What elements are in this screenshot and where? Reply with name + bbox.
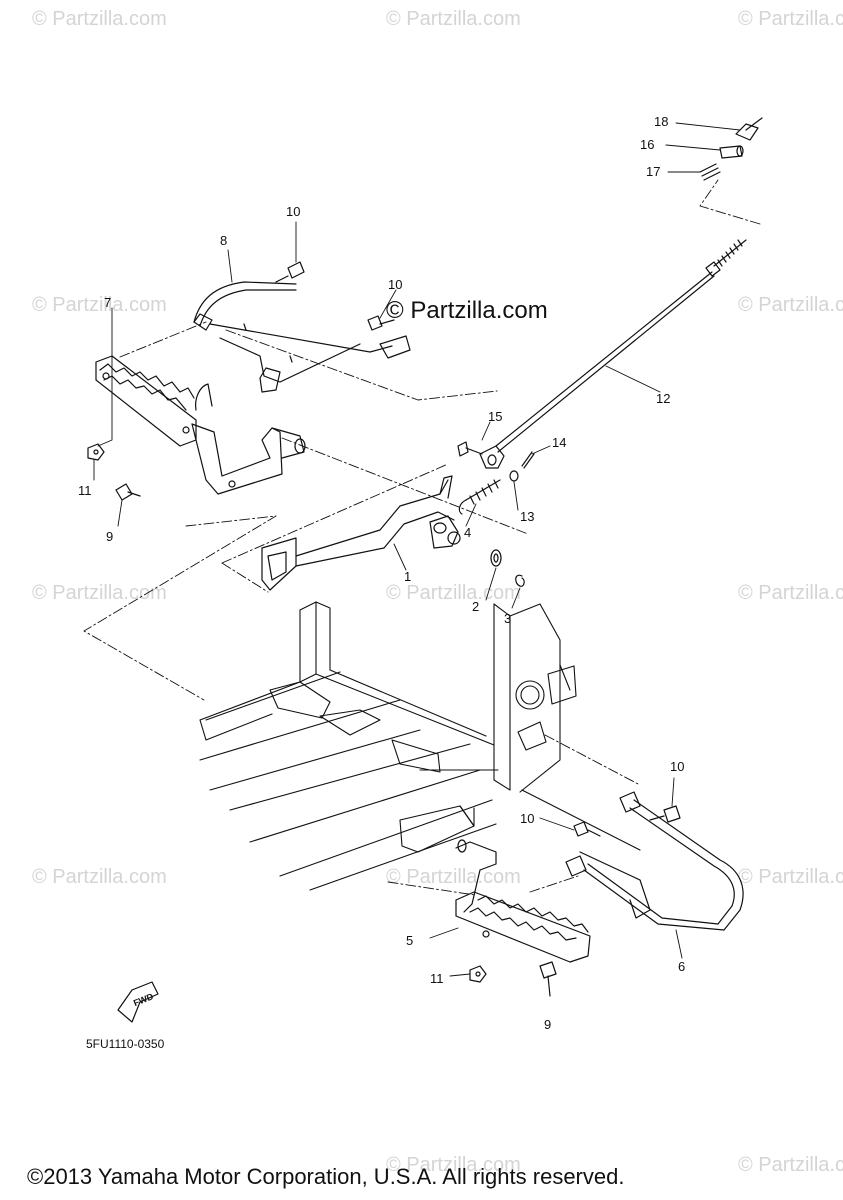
- callout-3: 3: [504, 611, 512, 626]
- part-2-washer: [490, 549, 502, 567]
- callout-15: 15: [488, 409, 503, 424]
- callout-7: 7: [104, 295, 112, 310]
- chassis-frame: [199, 601, 641, 891]
- part-3-clip: [515, 574, 525, 587]
- watermark-row3-right: © Partzilla.com: [738, 582, 843, 604]
- part-9-bolt-lower: [539, 961, 557, 997]
- callout-2: 2: [472, 599, 480, 614]
- part-7-left-footrest: [95, 355, 197, 447]
- assembly-guide-lines: [83, 179, 761, 896]
- watermark-row4-center: © Partzilla.com: [386, 866, 521, 888]
- partzilla-watermark: © Partzilla.com: [386, 297, 548, 324]
- callout-8: 8: [220, 233, 228, 248]
- watermark-bottom-right: © Partzilla.com: [738, 1154, 843, 1176]
- callout-10-upper-mid: 10: [388, 277, 403, 292]
- part-6-right-guard-bar: [565, 791, 744, 931]
- watermark-bottom-center: © Partzilla.com: [386, 1154, 521, 1176]
- callout-11-upper: 11: [78, 483, 92, 498]
- watermark-row2-left: © Partzilla.com: [32, 294, 167, 316]
- part-13-washer: [509, 470, 519, 482]
- watermark-row4-right: © Partzilla.com: [738, 866, 843, 888]
- part-14-cotter-pin: [521, 451, 535, 469]
- part-11-nut-upper: [87, 443, 105, 461]
- watermark-row3-left: © Partzilla.com: [32, 582, 167, 604]
- callout-13: 13: [520, 509, 535, 524]
- watermark-row2-right: © Partzilla.com: [738, 294, 843, 316]
- part-15-bolt: [457, 441, 483, 457]
- watermark-top-right: © Partzilla.com: [738, 8, 843, 30]
- callout-17: 17: [646, 164, 661, 179]
- copyright-notice: ©2013 Yamaha Motor Corporation, U.S.A. A…: [27, 1164, 625, 1189]
- callout-12: 12: [656, 391, 671, 406]
- callout-1: 1: [404, 569, 412, 584]
- part-18-wing-nut: [735, 117, 763, 141]
- callout-16: 16: [640, 137, 655, 152]
- part-10-bolt-upper-left: [275, 261, 305, 283]
- part-4-spring: [458, 479, 501, 515]
- callout-9-lower: 9: [544, 1017, 552, 1032]
- part-5-right-footrest: [455, 839, 591, 963]
- part-1-brake-pedal: [261, 475, 461, 591]
- callout-6: 6: [678, 959, 686, 974]
- part-12-brake-rod: [495, 239, 747, 453]
- callout-10-lower-mid: 10: [520, 811, 535, 826]
- diagram-code: 5FU1110-0350: [86, 1037, 165, 1051]
- part-9-left-bracket: [191, 383, 306, 495]
- part-8-left-guard-bar: [193, 281, 411, 393]
- callout-10-lower-right: 10: [670, 759, 685, 774]
- watermark-row3-center: © Partzilla.com: [386, 582, 521, 604]
- fwd-arrow-label: FWD: [132, 991, 155, 1008]
- leader-lines: [93, 122, 741, 977]
- callout-11-lower: 11: [430, 971, 444, 986]
- watermark-top-center: © Partzilla.com: [386, 8, 521, 30]
- part-10-bolt-upper-mid: [367, 315, 395, 331]
- callout-18: 18: [654, 114, 669, 129]
- callout-10-upper-left: 10: [286, 204, 301, 219]
- part-11-nut-lower: [469, 965, 487, 983]
- watermark-top-left: © Partzilla.com: [32, 8, 167, 30]
- callout-9-upper: 9: [106, 529, 114, 544]
- fwd-arrow: [117, 981, 159, 1023]
- callout-14: 14: [552, 435, 567, 450]
- part-17-spring: [699, 163, 721, 181]
- part-12-clevis: [479, 445, 505, 469]
- watermark-row4-left: © Partzilla.com: [32, 866, 167, 888]
- part-10-bolt-lower-mid: [573, 821, 601, 837]
- part-9-bolt-upper: [115, 483, 141, 501]
- part-16-pin: [719, 145, 744, 159]
- callout-4: 4: [464, 525, 472, 540]
- part-10-bolt-lower-right: [649, 805, 681, 823]
- callout-5: 5: [406, 933, 414, 948]
